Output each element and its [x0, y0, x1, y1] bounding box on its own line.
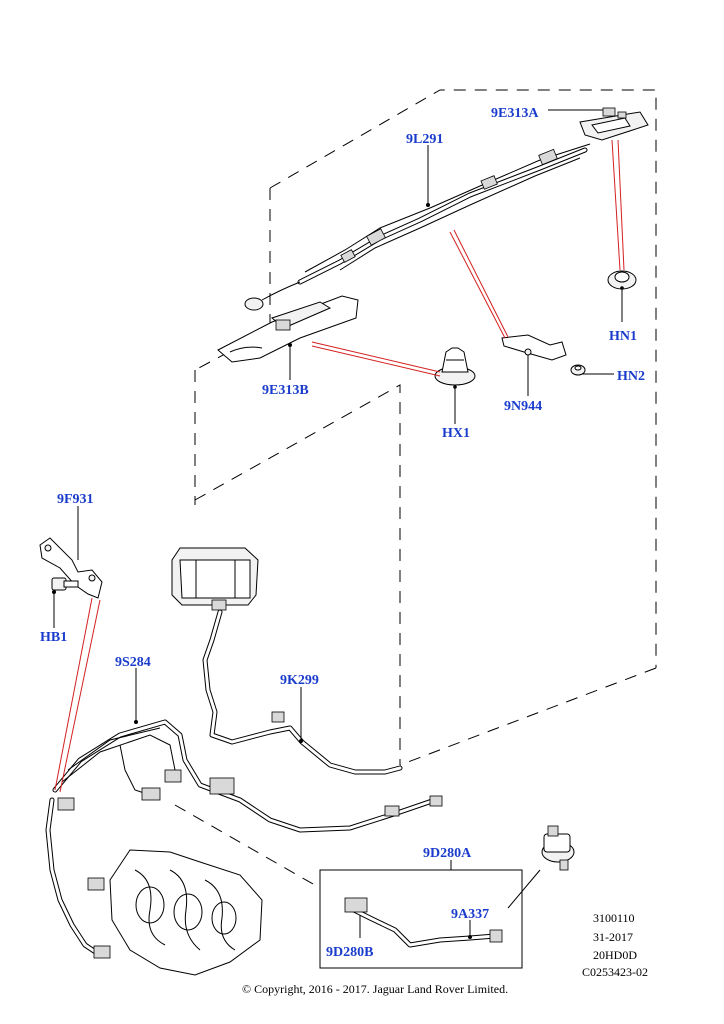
callout-9s284: 9S284 — [115, 655, 151, 670]
leader-lines — [53, 109, 623, 938]
canister-part — [171, 547, 259, 611]
callout-9e313b: 9E313B — [262, 383, 309, 398]
bolt-hb1-part — [51, 577, 79, 594]
callout-hn1: HN1 — [609, 329, 637, 344]
hose-9k299-part — [202, 609, 403, 775]
callout-9k299: 9K299 — [280, 673, 319, 688]
pipe-assembly-9s284-part — [45, 719, 443, 959]
pipe-assembly-9l291-part — [244, 143, 591, 311]
bracket-9e313a-part — [579, 107, 649, 141]
callout-9d280a: 9D280A — [423, 846, 472, 861]
callout-9d280b: 9D280B — [326, 945, 373, 960]
callout-9l291: 9L291 — [406, 132, 443, 147]
nut-hn1-part — [607, 270, 637, 290]
reference-line-4: C0253423-02 — [582, 965, 648, 979]
highlight-leaders — [54, 139, 625, 793]
bracket-9e313b-part — [217, 295, 359, 363]
copyright-notice: © Copyright, 2016 - 2017. Jaguar Land Ro… — [242, 982, 508, 996]
reference-line-1: 3100110 — [593, 911, 635, 925]
callout-9f931: 9F931 — [57, 492, 94, 507]
reference-line-3: 20HD0D — [593, 948, 637, 962]
callout-hn2: HN2 — [617, 369, 645, 384]
assembly-outline-upper — [174, 89, 657, 889]
callout-9e313a: 9E313A — [491, 106, 539, 121]
detail-box-9d280a — [319, 869, 523, 969]
nut-hn2-part — [570, 364, 586, 376]
callout-hb1: HB1 — [40, 630, 67, 645]
intake-manifold-part — [109, 849, 263, 976]
bracket-9n944-part — [501, 334, 567, 361]
callout-9a337: 9A337 — [451, 907, 489, 922]
reference-line-2: 31-2017 — [593, 930, 633, 944]
reference-block: 3100110 31-2017 20HD0D C0253423-02 — [582, 911, 648, 979]
fuel-pump-part — [541, 825, 575, 871]
callout-hx1: HX1 — [442, 426, 470, 441]
callout-9n944: 9N944 — [504, 399, 542, 414]
bracket-9f931-part — [39, 537, 103, 599]
clip-hx1-part — [434, 347, 476, 389]
